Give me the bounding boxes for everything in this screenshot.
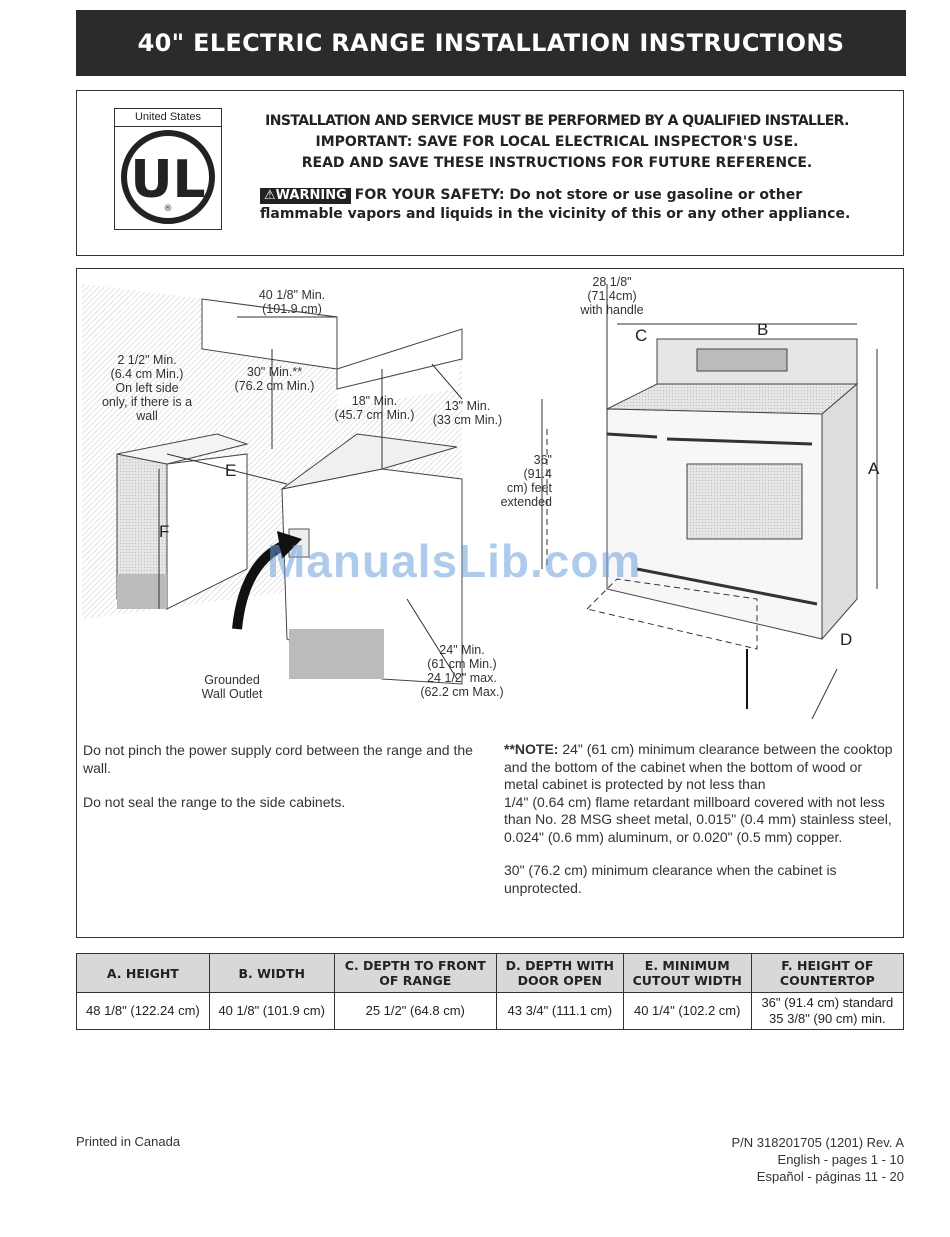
- notice-line-1: INSTALLATION AND SERVICE MUST BE PERFORM…: [265, 113, 849, 129]
- safety-line-2: flammable vapors and liquids in the vici…: [260, 206, 851, 222]
- label-c: C: [635, 326, 648, 345]
- note-millboard: 1/4" (0.64 cm) flame retardant millboard…: [504, 793, 892, 845]
- footer-printed: Printed in Canada: [76, 1134, 181, 1149]
- cell-width: 40 1/8" (101.9 cm): [208, 992, 335, 1030]
- label-f: F: [159, 522, 170, 541]
- notice-line-2: IMPORTANT: SAVE FOR LOCAL ELECTRICAL INS…: [315, 134, 799, 150]
- dim-13-min: 13" Min.(33 cm Min.): [432, 399, 503, 427]
- notice-line-3: READ AND SAVE THESE INSTRUCTIONS FOR FUT…: [301, 155, 813, 171]
- svg-text:®: ®: [164, 204, 173, 214]
- installation-diagram: 40 1/8" Min.(101.9 cm) 2 1/2" Min.(6.4 c…: [76, 268, 904, 938]
- installation-notice: INSTALLATION AND SERVICE MUST BE PERFORM…: [257, 111, 857, 174]
- watermark: ManualsLib.com: [267, 535, 642, 587]
- label-d: D: [840, 630, 853, 649]
- installation-illustration: [82, 284, 878, 720]
- dim-40-min: 40 1/8" Min.(101.9 cm): [258, 288, 326, 316]
- cell-height: 48 1/8" (122.24 cm): [76, 992, 210, 1030]
- svg-text:UL: UL: [130, 150, 205, 210]
- ul-mark-icon: UL ®: [121, 130, 215, 224]
- note-seal: Do not seal the range to the side cabine…: [83, 794, 346, 810]
- table-row: 48 1/8" (122.24 cm) 40 1/8" (101.9 cm) 2…: [76, 992, 905, 1030]
- label-e: E: [225, 461, 237, 480]
- footer-part-number: P/N 318201705 (1201) Rev. A English - pa…: [731, 1135, 905, 1184]
- header-width: B. WIDTH: [208, 953, 335, 993]
- note-label: **NOTE:: [504, 741, 559, 757]
- note-cord: Do not pinch the power supply cord betwe…: [83, 742, 473, 776]
- note-clearance: **NOTE: 24" (61 cm) minimum clearance be…: [504, 741, 893, 792]
- dim-30-min: 30" Min.**(76.2 cm Min.): [234, 365, 315, 393]
- warning-badge: ⚠WARNING: [260, 188, 351, 204]
- note-unprotected: 30" (76.2 cm) minimum clearance when the…: [504, 862, 837, 896]
- label-a: A: [868, 459, 880, 478]
- ul-certification-logo: United States UL ®: [114, 108, 222, 230]
- ul-caption: United States: [115, 109, 221, 127]
- safety-line-1: FOR YOUR SAFETY: Do not store or use gas…: [354, 187, 803, 203]
- cell-depth-front: 25 1/2" (64.8 cm): [333, 992, 497, 1030]
- notes-right: **NOTE: 24" (61 cm) minimum clearance be…: [504, 741, 899, 913]
- dim-18-min: 18" Min.(45.7 cm Min.): [334, 394, 415, 422]
- notes-left: Do not pinch the power supply cord betwe…: [83, 741, 483, 827]
- warning-badge-label: WARNING: [275, 188, 347, 203]
- label-b: B: [757, 320, 769, 339]
- page-title: 40" ELECTRIC RANGE INSTALLATION INSTRUCT…: [137, 29, 845, 57]
- dim-28-handle: 28 1/8"(71,4cm)with handle: [580, 275, 644, 317]
- dim-24-min: 24" Min.(61 cm Min.)24 1/2" max.(62.2 cm…: [420, 643, 504, 699]
- page-title-banner: 40" ELECTRIC RANGE INSTALLATION INSTRUCT…: [76, 10, 906, 76]
- cell-cutout: 40 1/4" (102.2 cm): [622, 992, 752, 1030]
- cell-depth-door: 43 3/4" (111.1 cm): [495, 992, 624, 1030]
- safety-warning-box: United States UL ® INSTALLATION AND SERV…: [76, 90, 904, 256]
- header-height: A. HEIGHT: [76, 953, 210, 993]
